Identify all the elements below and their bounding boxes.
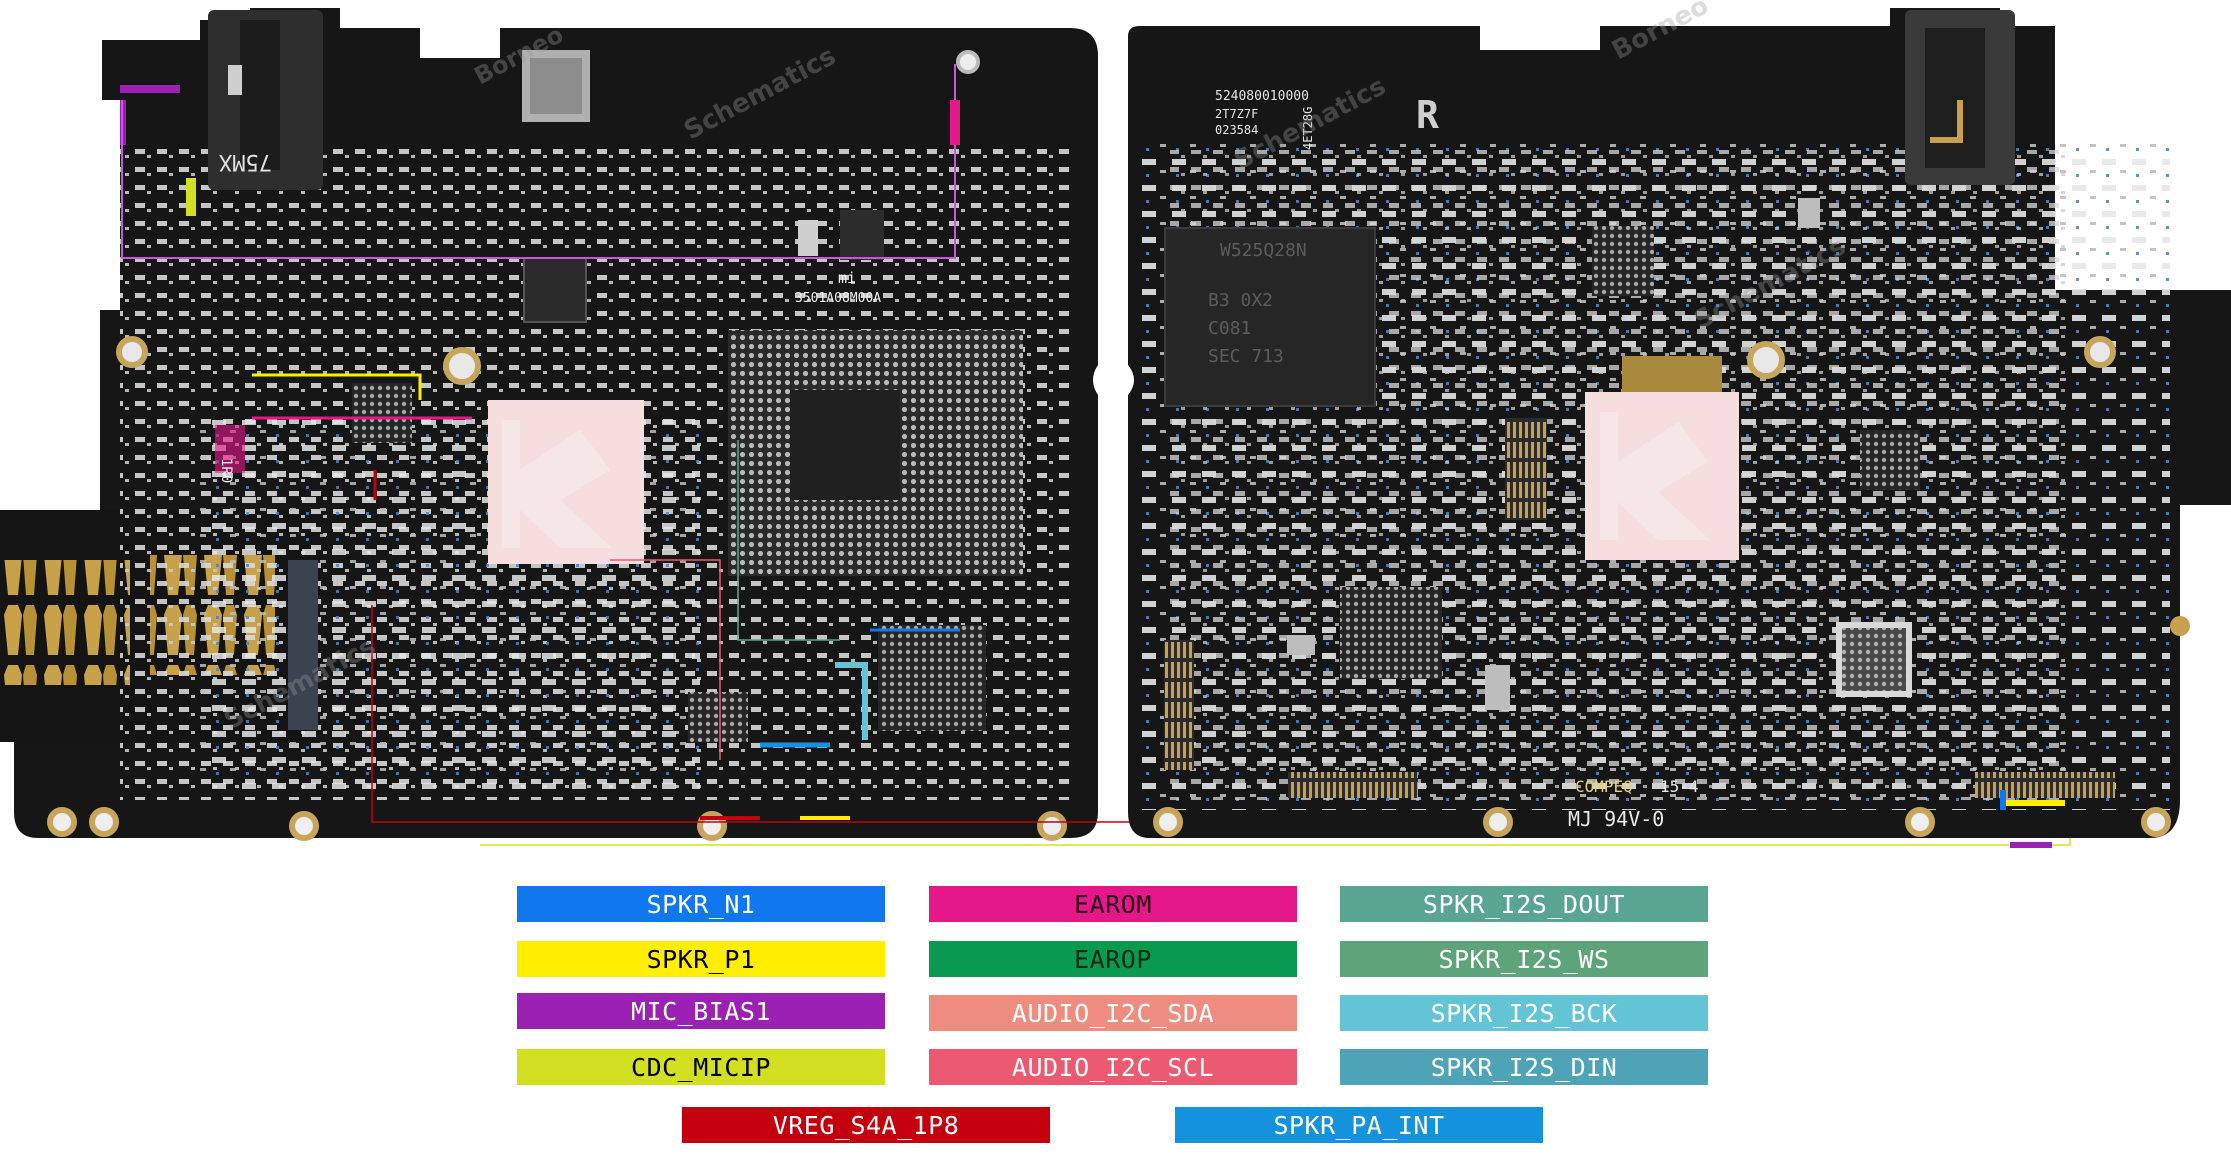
legend-spkr-i2s-ws: SPKR_I2S_WS xyxy=(1340,941,1708,977)
legend-mic-bias1: MIC_BIAS1 xyxy=(517,993,885,1029)
left-board: 1R0 xyxy=(0,8,2071,846)
legend-label: SPKR_I2S_DOUT xyxy=(1422,889,1626,919)
pcb-photo: 1R0 xyxy=(0,0,2231,848)
serial-number-3: 023584 xyxy=(1215,123,1258,137)
legend-label: SPKR_I2S_WS xyxy=(1438,944,1610,974)
memory-chip-line-1: W525Q28N xyxy=(1220,240,1307,261)
serial-number-2: 2T7Z7F xyxy=(1215,107,1258,121)
legend-spkr-i2s-dout: SPKR_I2S_DOUT xyxy=(1340,886,1708,922)
legend-label: SPKR_P1 xyxy=(646,944,756,974)
legend-label: SPKR_I2S_BCK xyxy=(1430,998,1618,1028)
legend-label: SPKR_PA_INT xyxy=(1273,1110,1445,1140)
brand-logo-text: mi xyxy=(838,269,856,287)
legend-earom: EAROM xyxy=(929,886,1297,922)
legend-earop: EAROP xyxy=(929,941,1297,977)
legend-cdc-micip: CDC_MICIP xyxy=(517,1049,885,1085)
legend-label: SPKR_I2S_DIN xyxy=(1430,1052,1618,1082)
serial-number-1: 524080010000 xyxy=(1215,89,1309,104)
legend-label: AUDIO_I2C_SCL xyxy=(1011,1052,1215,1082)
legend-spkr-i2s-din: SPKR_I2S_DIN xyxy=(1340,1049,1708,1085)
legend-vreg-s4a-1p8: VREG_S4A_1P8 xyxy=(682,1107,1050,1143)
legend-spkr-pa-int: SPKR_PA_INT xyxy=(1175,1107,1543,1143)
legend-label: EAROP xyxy=(1074,944,1152,974)
memory-chip-line-4: SEC 713 xyxy=(1208,346,1284,367)
legend-audio-i2c-scl: AUDIO_I2C_SCL xyxy=(929,1049,1297,1085)
chip-marking: 3501A08M00A xyxy=(795,291,881,306)
cert-mark: COMPEQ xyxy=(1575,777,1633,796)
cert-rating: MJ 94V-0 xyxy=(1568,807,1664,831)
legend-label: MIC_BIAS1 xyxy=(631,996,771,1026)
legend-label: VREG_S4A_1P8 xyxy=(772,1110,960,1140)
cert-code: 15-4 xyxy=(1660,777,1699,796)
legend-label: SPKR_N1 xyxy=(646,889,756,919)
side-marking: R xyxy=(1416,93,1439,137)
resistor-label: 1R0 xyxy=(218,458,234,483)
legend-spkr-i2s-bck: SPKR_I2S_BCK xyxy=(1340,995,1708,1031)
legend-label: EAROM xyxy=(1074,889,1152,919)
left-corner-marking: 75MX xyxy=(218,149,272,174)
legend-label: AUDIO_I2C_SDA xyxy=(1011,998,1215,1028)
legend-label: CDC_MICIP xyxy=(631,1052,771,1082)
right-board xyxy=(1128,8,2231,848)
legend-audio-i2c-sda: AUDIO_I2C_SDA xyxy=(929,995,1297,1031)
legend-spkr-n1: SPKR_N1 xyxy=(517,886,885,922)
memory-chip-line-3: C081 xyxy=(1208,318,1251,339)
memory-chip-line-2: B3 0X2 xyxy=(1208,290,1273,311)
serial-number-4: 4ET28G xyxy=(1301,107,1315,150)
legend-spkr-p1: SPKR_P1 xyxy=(517,941,885,977)
